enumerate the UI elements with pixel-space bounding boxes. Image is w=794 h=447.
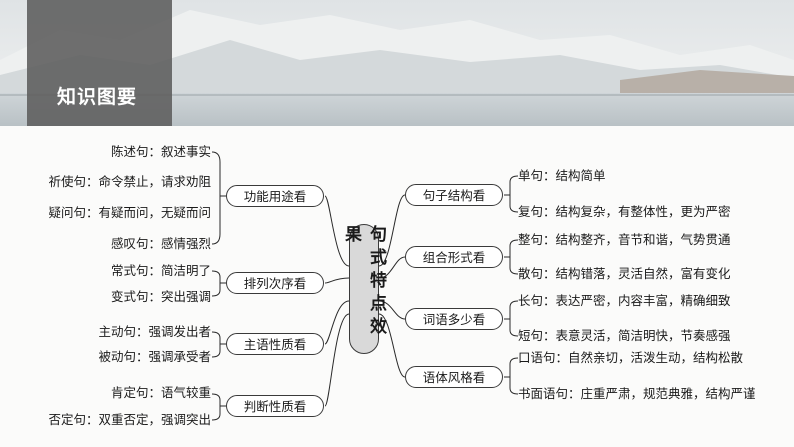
leaf-colloquial-sentence: 口语句：自然亲切，活泼生动，结构松散 <box>518 350 744 365</box>
leaf-short-sentence: 短句：表意灵活，简洁明快，节奏感强 <box>518 328 731 343</box>
leaf-declarative: 陈述句：叙述事实 <box>110 144 211 159</box>
leaf-exclamatory: 感叹句：感情强烈 <box>110 236 211 251</box>
leaf-interrogative: 疑问句：有疑而问，无疑而问 <box>48 205 211 220</box>
hub-order: 排列次序看 <box>226 272 324 294</box>
header-banner <box>0 0 794 126</box>
leaf-loose-sentence: 散句：结构错落，灵活自然，富有变化 <box>518 266 731 281</box>
leaf-negative: 否定句：双重否定，强调突出 <box>48 412 211 427</box>
title-box <box>27 0 172 126</box>
mind-map: 句式特点效果 功能用途看 排列次序看 主语性质看 判断性质看 陈述句：叙述事实 … <box>0 126 794 447</box>
hub-function: 功能用途看 <box>226 185 324 207</box>
hub-judgment: 判断性质看 <box>226 395 324 417</box>
hub-combination: 组合形式看 <box>405 246 503 268</box>
page-title: 知识图要 <box>57 86 138 108</box>
center-node: 句式特点效果 <box>341 224 386 354</box>
leaf-simple-sentence: 单句：结构简单 <box>518 168 606 183</box>
hub-length: 词语多少看 <box>405 308 503 330</box>
leaf-written-sentence: 书面语句：庄重严肃，规范典雅，结构严谨 <box>518 386 756 401</box>
leaf-parallel-sentence: 整句：结构整齐，音节和谐，气势贯通 <box>518 232 731 247</box>
landscape-image <box>0 0 794 126</box>
hub-structure: 句子结构看 <box>405 184 503 206</box>
leaf-passive: 被动句：强调承受者 <box>98 349 211 364</box>
leaf-affirmative: 肯定句：语气较重 <box>110 385 211 400</box>
hub-subject: 主语性质看 <box>226 333 324 355</box>
connector-lines <box>211 151 519 421</box>
leaf-long-sentence: 长句：表达严密，内容丰富，精确细致 <box>518 293 731 308</box>
leaf-inverted-order: 变式句：突出强调 <box>110 289 211 304</box>
leaf-imperative: 祈使句：命令禁止，请求劝阻 <box>48 174 211 189</box>
leaf-complex-sentence: 复句：结构复杂，有整体性，更为严密 <box>518 204 731 219</box>
hub-style: 语体风格看 <box>405 366 503 388</box>
leaf-normal-order: 常式句：简洁明了 <box>110 263 211 278</box>
center-label: 句式特点效果 <box>341 225 386 340</box>
leaf-active: 主动句：强调发出者 <box>98 324 211 339</box>
